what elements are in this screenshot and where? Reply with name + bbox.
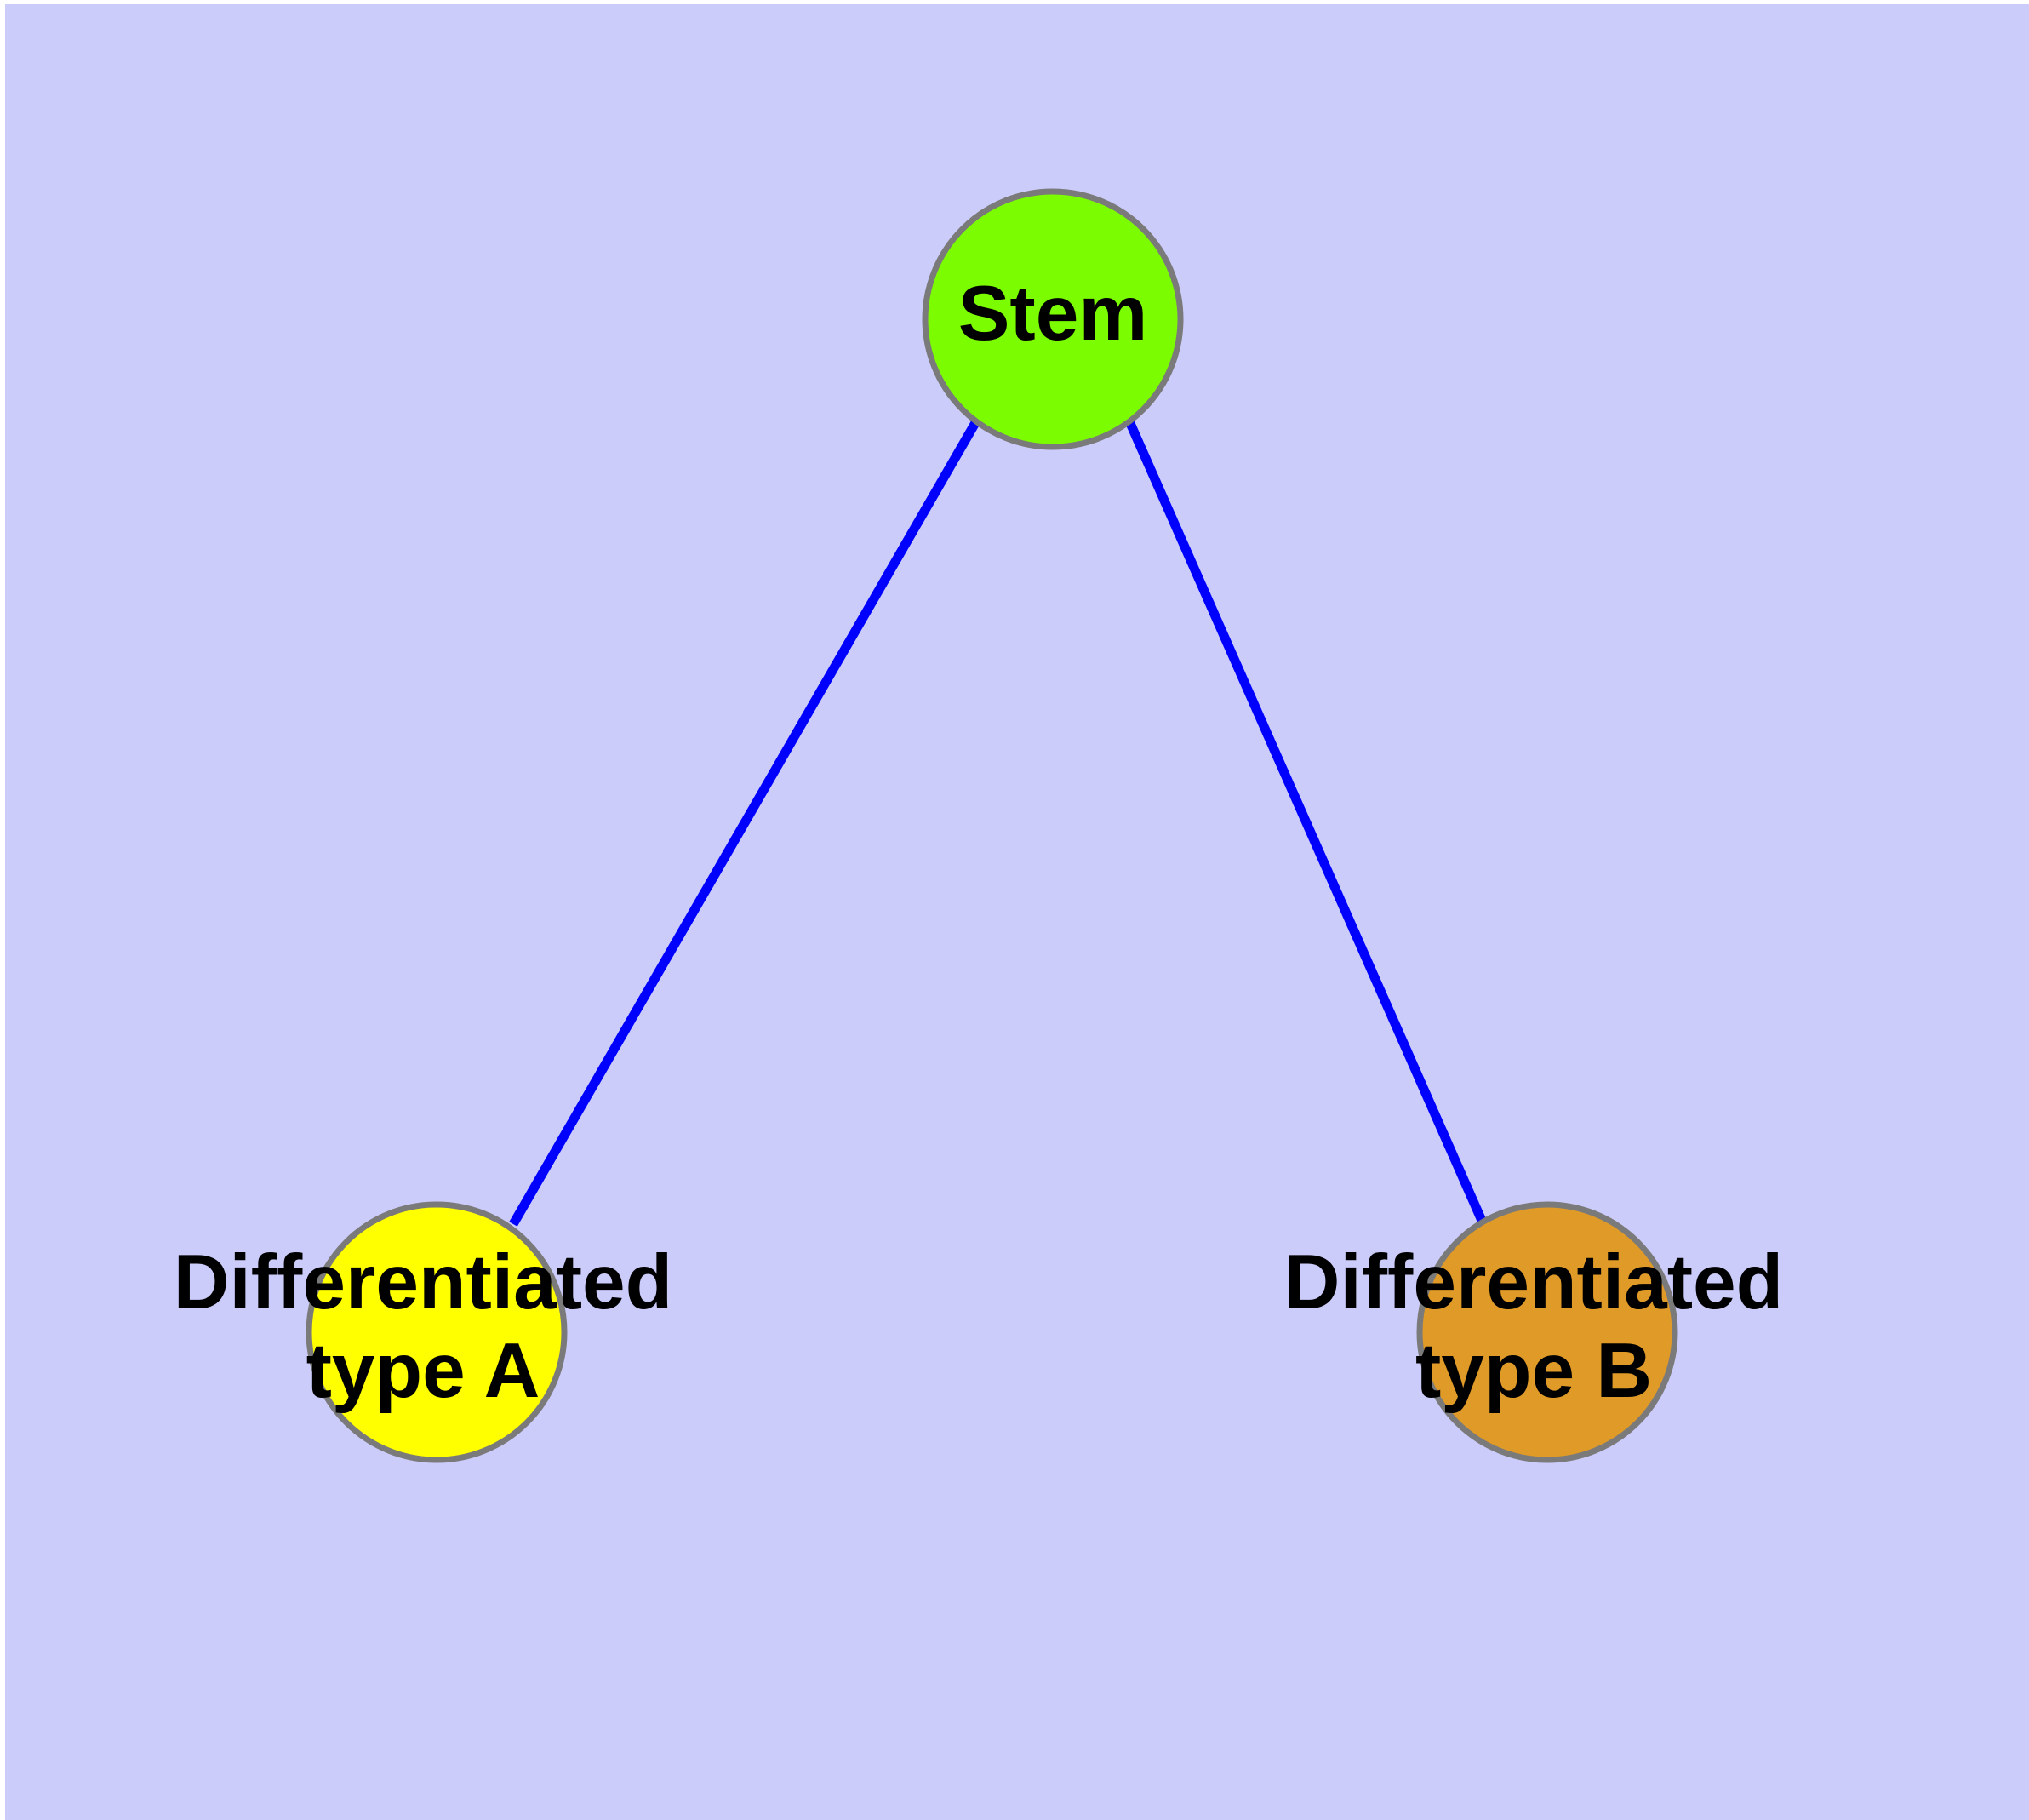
- node-layer: [306, 188, 1678, 1463]
- node-differentiated-type-a[interactable]: [306, 1201, 568, 1463]
- edge-stem-to-differentiated-type-a[interactable]: [509, 419, 980, 1227]
- edge-stem-to-differentiated-type-b[interactable]: [1124, 419, 1488, 1225]
- node-label-stem: Stem: [958, 271, 1148, 357]
- node-circle-stem[interactable]: [922, 188, 1184, 450]
- node-stem[interactable]: [922, 188, 1184, 450]
- node-differentiated-type-b[interactable]: [1416, 1201, 1678, 1463]
- edge-layer: [509, 419, 1488, 1227]
- node-circle-differentiated-type-b[interactable]: [1416, 1201, 1678, 1463]
- node-circle-differentiated-type-a[interactable]: [306, 1201, 568, 1463]
